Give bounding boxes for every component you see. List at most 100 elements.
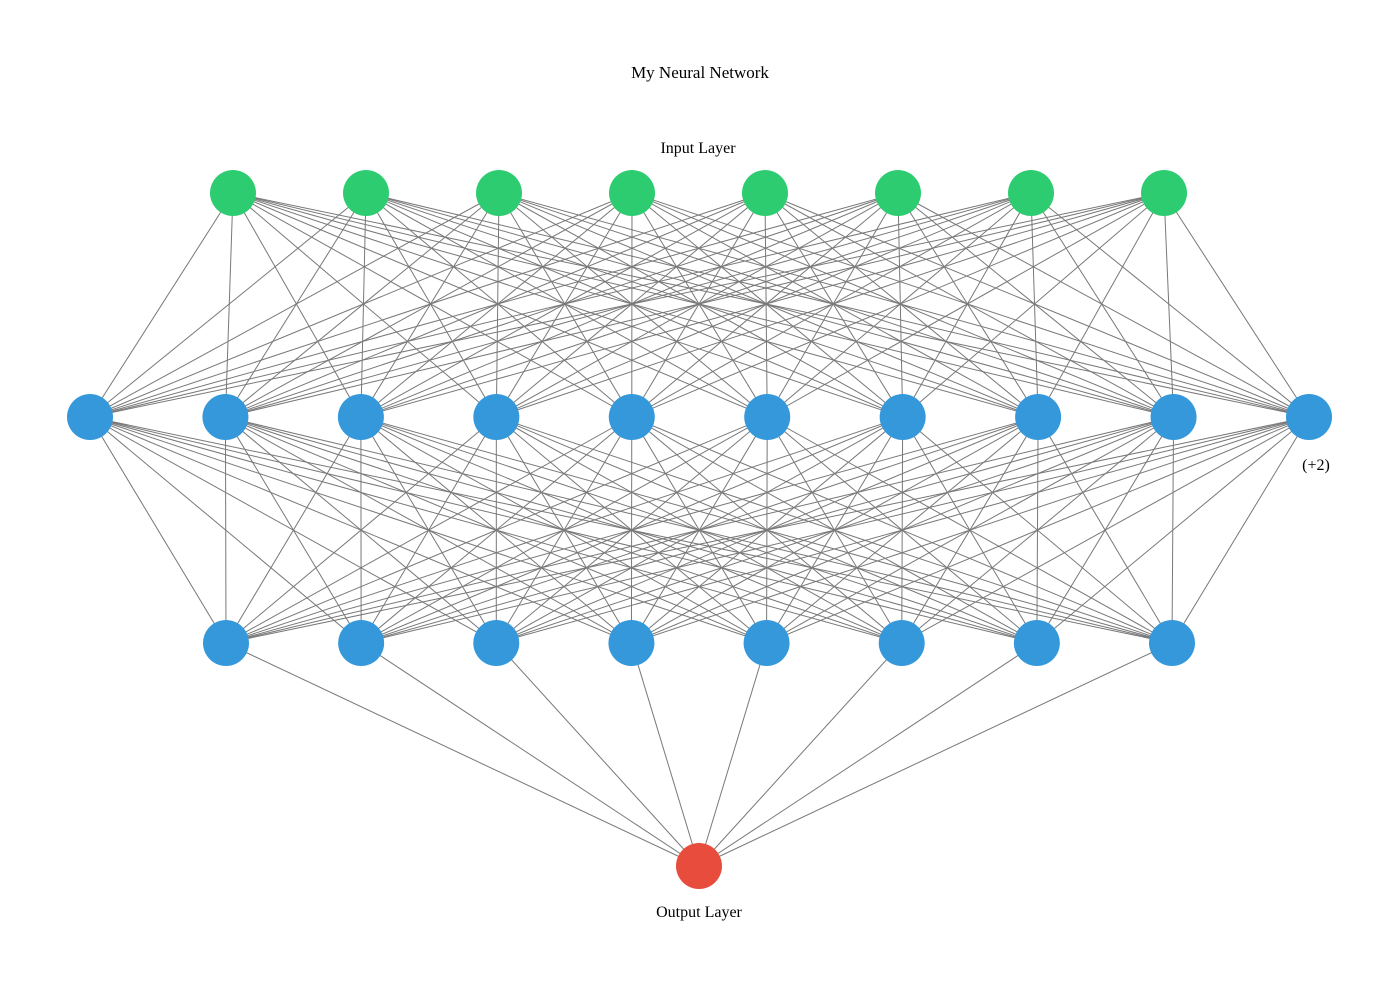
node-hidden2-1 <box>203 620 249 666</box>
edge <box>89 192 766 418</box>
edge <box>1163 192 1310 418</box>
edge <box>1030 192 1310 418</box>
edge <box>225 416 633 644</box>
edge <box>698 642 1038 867</box>
edge <box>225 642 700 867</box>
node-hidden1-5 <box>608 394 655 440</box>
edge <box>225 416 1310 644</box>
edge <box>1030 192 1174 418</box>
edge <box>89 416 227 644</box>
edge <box>365 192 633 418</box>
edge <box>631 192 1310 418</box>
edge <box>495 192 633 418</box>
edge <box>89 192 500 418</box>
edge <box>897 192 1039 418</box>
edge <box>764 192 1310 418</box>
edge <box>495 642 700 867</box>
edge <box>360 642 700 867</box>
edge <box>89 192 899 418</box>
edge <box>901 416 1310 644</box>
edge <box>902 192 1032 418</box>
edge <box>698 642 768 867</box>
edge <box>631 192 766 418</box>
edge <box>365 192 497 418</box>
edge <box>232 192 903 418</box>
node-hidden1-8 <box>1015 394 1062 440</box>
node-hidden2-8 <box>1149 620 1195 666</box>
edge <box>365 192 903 418</box>
edge <box>698 642 903 867</box>
node-output-1 <box>676 843 722 889</box>
edge <box>631 192 1165 418</box>
edge <box>496 416 1310 644</box>
edge <box>498 192 1174 418</box>
edge <box>766 192 899 418</box>
edge <box>631 192 1039 418</box>
edge <box>224 416 227 644</box>
edge <box>232 192 768 418</box>
edge <box>361 416 1310 644</box>
edge <box>365 192 768 418</box>
edge <box>902 192 1165 418</box>
edge <box>764 192 1174 418</box>
node-input-5 <box>742 170 788 216</box>
edge <box>495 192 500 418</box>
edge <box>225 416 903 644</box>
node-input-2 <box>343 170 389 216</box>
node-input-4 <box>609 170 655 216</box>
edge <box>89 192 1165 418</box>
edge <box>225 416 1039 644</box>
edge <box>764 192 904 418</box>
edge <box>631 192 1174 418</box>
edge <box>631 416 1310 644</box>
node-hidden2-7 <box>1013 620 1060 666</box>
edge <box>232 192 497 418</box>
edge <box>225 416 1174 644</box>
edge <box>232 192 362 418</box>
edge <box>225 416 362 644</box>
node-input-7 <box>1008 170 1054 216</box>
edge <box>232 192 633 418</box>
edge <box>897 192 904 418</box>
edge <box>496 192 1165 418</box>
node-hidden2-3 <box>473 620 520 666</box>
edge <box>1030 192 1039 418</box>
edge <box>766 192 1165 418</box>
node-hidden1-10 <box>1286 394 1332 440</box>
edge <box>698 642 1173 867</box>
edge <box>1171 416 1310 644</box>
node-hidden1-6 <box>744 394 791 440</box>
diagram-title: My Neural Network <box>631 63 769 82</box>
edge <box>360 192 500 418</box>
node-input-6 <box>875 170 921 216</box>
edge <box>89 192 367 418</box>
node-hidden1-1 <box>67 394 113 440</box>
edge <box>1163 192 1175 418</box>
node-input-3 <box>476 170 522 216</box>
node-hidden1-9 <box>1150 394 1197 440</box>
output-layer-label: Output Layer <box>656 904 742 921</box>
node-hidden1-7 <box>879 394 926 440</box>
edge <box>360 192 367 418</box>
edge <box>224 192 234 418</box>
node-layer <box>67 170 1332 889</box>
edge <box>897 192 1174 418</box>
edge <box>89 192 234 418</box>
input-layer-label: Input Layer <box>660 140 736 157</box>
edge <box>225 416 497 644</box>
node-hidden2-2 <box>338 620 385 666</box>
node-hidden2-5 <box>743 620 790 666</box>
hidden-layer-extra-annotation: (+2) <box>1302 457 1330 474</box>
edge <box>498 192 903 418</box>
edge <box>631 192 768 418</box>
edge <box>498 192 768 418</box>
edge <box>897 192 1310 418</box>
node-input-8 <box>1141 170 1187 216</box>
edge <box>225 192 1165 418</box>
edge-layer <box>89 192 1310 867</box>
edge <box>498 192 1039 418</box>
edge <box>630 642 700 867</box>
edge <box>498 192 633 418</box>
